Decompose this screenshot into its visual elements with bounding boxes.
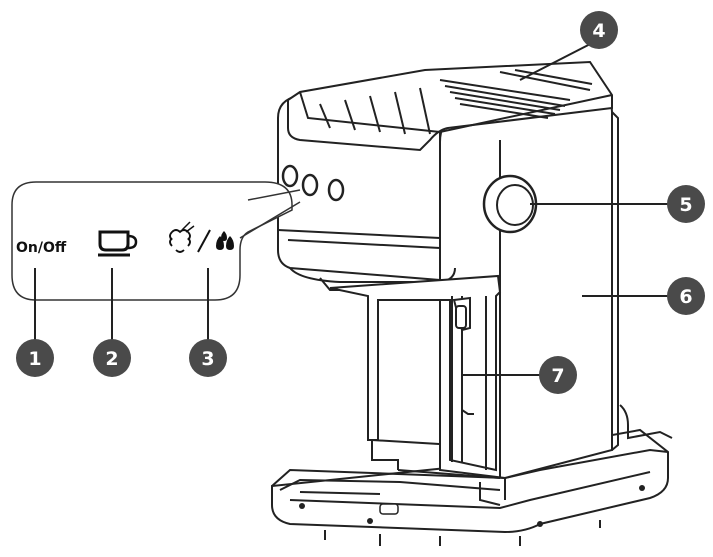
control-panel-callout: On/Off bbox=[11, 181, 301, 301]
leader-lines bbox=[34, 39, 668, 376]
callout-1: 1 bbox=[16, 339, 54, 377]
cup-icon bbox=[98, 230, 138, 257]
espresso-machine bbox=[271, 60, 673, 546]
on-off-label: On/Off bbox=[16, 240, 67, 256]
callout-7: 7 bbox=[539, 356, 577, 394]
steam-wand-housing bbox=[329, 274, 502, 472]
steam-knob bbox=[482, 174, 538, 234]
svg-text:6: 6 bbox=[679, 286, 692, 308]
callout-5: 5 bbox=[667, 185, 705, 223]
machine-buttons bbox=[281, 164, 345, 202]
svg-text:1: 1 bbox=[28, 348, 41, 370]
callout-2: 2 bbox=[93, 339, 131, 377]
callout-6: 6 bbox=[667, 277, 705, 315]
callout-4: 4 bbox=[580, 11, 618, 49]
svg-text:4: 4 bbox=[592, 20, 605, 42]
steam-water-icon bbox=[169, 221, 234, 253]
cup-warming-plate bbox=[287, 60, 613, 152]
svg-text:5: 5 bbox=[679, 194, 692, 216]
svg-text:2: 2 bbox=[105, 348, 118, 370]
steam-wand bbox=[452, 296, 474, 415]
callout-3: 3 bbox=[189, 339, 227, 377]
svg-text:3: 3 bbox=[201, 348, 214, 370]
svg-text:7: 7 bbox=[551, 365, 564, 387]
